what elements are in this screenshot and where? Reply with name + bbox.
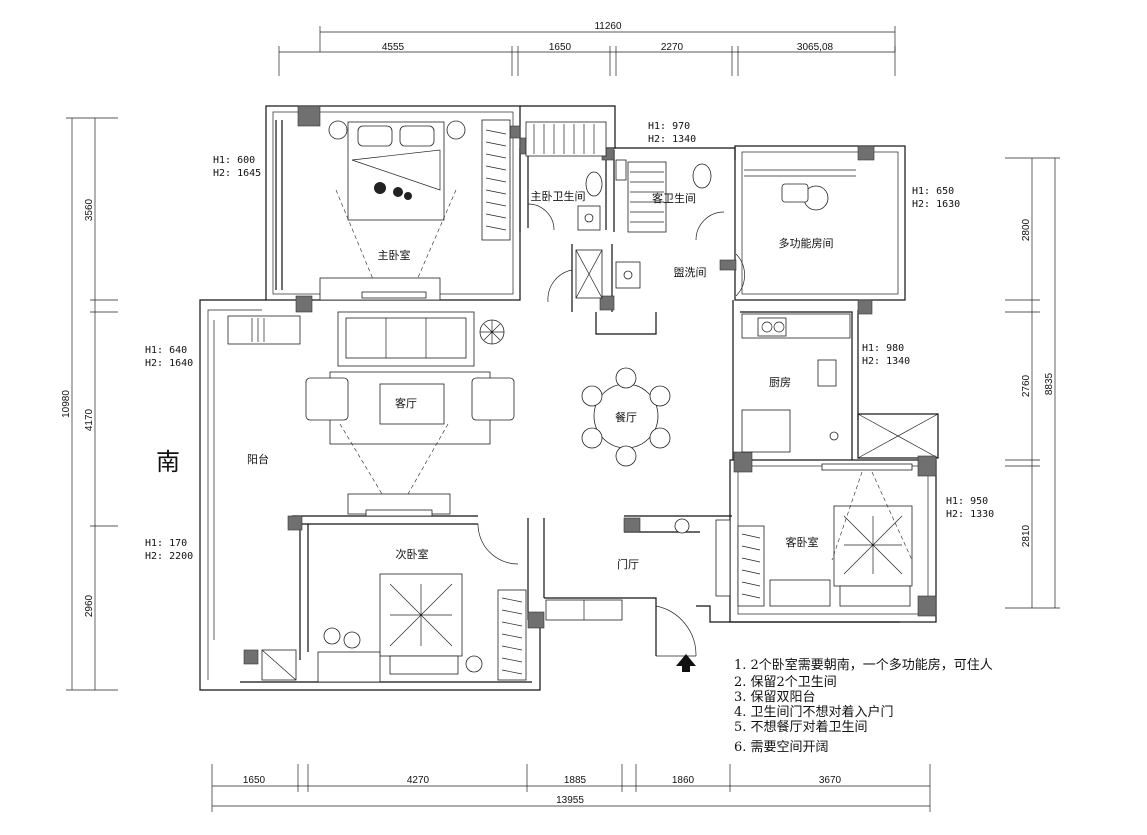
right-total-dimension: 8835	[1044, 372, 1055, 395]
top-total-dimension: 11260	[594, 21, 622, 32]
height-label-h2: H2: 1340	[648, 134, 696, 145]
bottom-dimension-4: 1860	[672, 775, 695, 786]
guest-tv	[821, 463, 913, 471]
balcony-fixture	[227, 315, 301, 345]
room-label-master-bath: 主卧卫生间	[531, 189, 586, 203]
left-dimension-3: 2960	[84, 594, 95, 617]
living-armchair-right	[471, 377, 515, 421]
room-label-dining: 餐厅	[615, 410, 637, 424]
walls	[199, 105, 939, 691]
master-bath-fixtures	[527, 171, 603, 231]
guest-bed	[833, 505, 913, 607]
height-label-h2: H2: 1640	[145, 358, 193, 369]
height-label-h2: H2: 1340	[862, 356, 910, 367]
height-label-h2: H2: 2200	[145, 551, 193, 562]
room-label-wash: 盥洗间	[674, 266, 707, 279]
note-item: 2. 保留2个卫生间	[734, 675, 837, 690]
master-wardrobe	[481, 119, 511, 241]
dining-table	[581, 367, 671, 467]
guest-tv-line-right	[871, 471, 913, 561]
top-dimension-lines	[278, 26, 896, 76]
bottom-dimension-1: 1650	[243, 775, 266, 786]
living-tv	[365, 509, 433, 517]
guest-wardrobe	[737, 525, 831, 607]
top-dimension-4: 3065,08	[797, 42, 834, 53]
top-dimension-2: 1650	[549, 42, 572, 53]
right-dimension-2: 2760	[1021, 374, 1032, 397]
top-dimension-1: 4555	[382, 42, 405, 53]
height-label-h1: H1: 170	[145, 538, 187, 549]
room-label-living: 客厅	[395, 396, 417, 410]
structural-columns	[243, 105, 937, 665]
height-label-h1: H1: 600	[213, 155, 255, 166]
left-dimension-2: 4170	[84, 408, 95, 431]
guest-tv-line-left	[831, 471, 863, 561]
second-bedroom-door	[477, 523, 519, 565]
second-desk	[317, 627, 381, 683]
second-wardrobe	[497, 589, 527, 681]
room-label-foyer: 门厅	[617, 557, 639, 571]
room-label-guest-bedroom: 客卧室	[786, 535, 819, 549]
requirements-notes: 1. 2个卧室需要朝南，一个多功能房，可住人 2. 保留2个卫生间 3. 保留双…	[734, 657, 993, 755]
wash-fixtures	[547, 249, 745, 303]
height-label-h2: H2: 1330	[946, 509, 994, 520]
bottom-dimension-5: 3670	[819, 775, 842, 786]
second-corner-cabinet	[261, 649, 297, 681]
height-label-h2: H2: 1645	[213, 168, 261, 179]
foyer-cabinets	[545, 518, 731, 621]
note-item: 1. 2个卧室需要朝南，一个多功能房，可住人	[734, 657, 993, 673]
note-item: 5. 不想餐厅对着卫生间	[734, 719, 868, 735]
height-label-h2: H2: 1630	[912, 199, 960, 210]
room-label-guest-bath: 客卫生间	[652, 191, 696, 205]
top-storage	[525, 121, 607, 157]
left-dimension-1: 3560	[84, 198, 95, 221]
right-dimension-1: 2800	[1021, 218, 1032, 241]
orientation-south-label: 南	[156, 448, 180, 476]
living-plant-icon	[479, 319, 505, 345]
room-label-balcony: 阳台	[247, 452, 269, 466]
height-label-h1: H1: 950	[946, 496, 988, 507]
multi-room-furniture	[744, 169, 856, 211]
room-label-second-bedroom: 次卧室	[396, 547, 429, 561]
room-label-master-bedroom: 主卧室	[378, 248, 411, 262]
living-coffee-table	[379, 383, 445, 425]
master-tv	[361, 291, 427, 299]
living-sofa	[337, 311, 475, 367]
left-total-dimension: 10980	[61, 390, 72, 418]
right-dimension-3: 2810	[1021, 524, 1032, 547]
kitchen-fixtures	[741, 313, 851, 453]
note-item: 3. 保留双阳台	[734, 690, 816, 705]
living-armchair-left	[305, 377, 349, 421]
note-item: 6. 需要空间开阔	[734, 740, 829, 755]
room-label-multi-room: 多功能房间	[779, 236, 834, 250]
right-dimension-lines	[1005, 157, 1060, 609]
guest-bath-fixtures	[615, 159, 725, 241]
second-bed	[379, 573, 483, 675]
height-label-h1: H1: 640	[145, 345, 187, 356]
entrance-arrow-icon	[676, 654, 696, 672]
note-item: 4. 卫生间门不想对着入户门	[734, 704, 894, 720]
left-dimension-lines	[66, 117, 118, 691]
bottom-dimension-3: 1885	[564, 775, 587, 786]
top-dimension-3: 2270	[661, 42, 684, 53]
height-label-h1: H1: 980	[862, 343, 904, 354]
bottom-dimension-2: 4270	[407, 775, 430, 786]
height-label-h1: H1: 650	[912, 186, 954, 197]
height-label-h1: H1: 970	[648, 121, 690, 132]
bottom-total-dimension: 13955	[556, 795, 584, 806]
master-bed	[328, 120, 466, 297]
bottom-dimension-lines	[211, 764, 931, 812]
room-label-kitchen: 厨房	[769, 376, 791, 389]
entrance-door	[655, 605, 697, 657]
